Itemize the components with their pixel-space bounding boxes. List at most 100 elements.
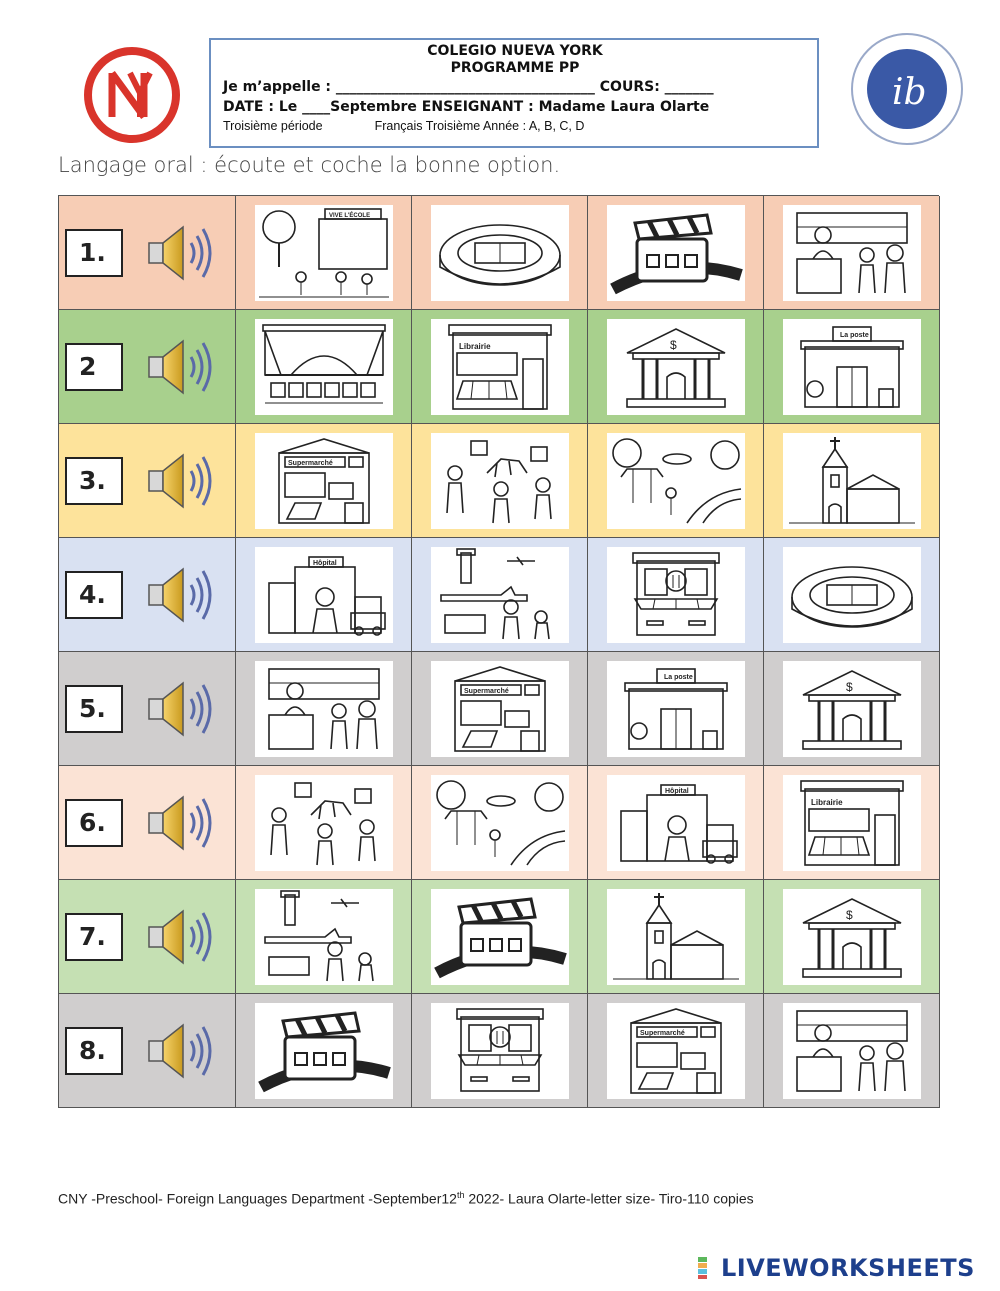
supermarket-picture: Supermarché bbox=[606, 1002, 745, 1099]
option-cell[interactable] bbox=[236, 652, 412, 766]
question-number: 6. bbox=[65, 798, 123, 847]
option-cell[interactable]: VIVE L'ÉCOLE bbox=[236, 196, 412, 310]
option-cell[interactable]: Supermarché bbox=[412, 652, 588, 766]
speaker-icon[interactable] bbox=[143, 789, 219, 857]
option-cell[interactable] bbox=[412, 196, 588, 310]
museum-picture bbox=[254, 774, 393, 871]
liveworksheets-brand: LIVEWORKSHEETS bbox=[697, 1254, 975, 1282]
row-3-label-cell: 3. bbox=[59, 424, 236, 538]
option-cell[interactable]: Librairie bbox=[412, 310, 588, 424]
option-cell[interactable]: Librairie bbox=[764, 766, 940, 880]
footer-sup: th bbox=[456, 1190, 465, 1200]
svg-text:Supermarché: Supermarché bbox=[640, 1030, 685, 1037]
option-cell[interactable]: Supermarché bbox=[588, 994, 764, 1108]
speaker-icon[interactable] bbox=[143, 219, 219, 287]
stadium-picture bbox=[430, 204, 569, 301]
option-cell[interactable] bbox=[236, 310, 412, 424]
park-picture bbox=[606, 432, 745, 529]
footer: CNY -Preschool- Foreign Languages Depart… bbox=[58, 1190, 754, 1207]
library-picture bbox=[782, 204, 921, 301]
svg-text:La poste: La poste bbox=[664, 674, 693, 681]
airport-picture bbox=[254, 888, 393, 985]
speaker-icon[interactable] bbox=[143, 903, 219, 971]
library-picture bbox=[254, 660, 393, 757]
liveworksheets-logo-icon bbox=[698, 1257, 707, 1279]
svg-text:Supermarché: Supermarché bbox=[288, 460, 333, 467]
museum-picture bbox=[430, 432, 569, 529]
speaker-icon[interactable] bbox=[143, 447, 219, 515]
supermarket-picture: Supermarché bbox=[430, 660, 569, 757]
option-cell[interactable] bbox=[412, 880, 588, 994]
row-2-label-cell: 2 bbox=[59, 310, 236, 424]
hospital-picture: Hôpital bbox=[606, 774, 745, 871]
question-number: 8. bbox=[65, 1026, 123, 1075]
brand-text: LIVEWORKSHEETS bbox=[721, 1254, 975, 1282]
question-number: 2 bbox=[65, 342, 123, 391]
option-cell[interactable] bbox=[764, 538, 940, 652]
option-cell[interactable] bbox=[412, 538, 588, 652]
class-info: Français Troisième Année : A, B, C, D bbox=[374, 119, 585, 133]
school-name: COLEGIO NUEVA YORK bbox=[427, 43, 603, 59]
option-cell[interactable] bbox=[764, 994, 940, 1108]
question-number: 1. bbox=[65, 228, 123, 277]
option-cell[interactable] bbox=[588, 424, 764, 538]
option-cell[interactable]: $ bbox=[764, 652, 940, 766]
post-office-picture: La poste bbox=[606, 660, 745, 757]
option-cell[interactable] bbox=[412, 994, 588, 1108]
footer-text-a: CNY -Preschool- Foreign Languages Depart… bbox=[58, 1190, 457, 1207]
option-cell[interactable] bbox=[236, 766, 412, 880]
option-cell[interactable]: $ bbox=[764, 880, 940, 994]
restaurant-picture bbox=[606, 546, 745, 643]
cinema-picture bbox=[430, 888, 569, 985]
speaker-icon[interactable] bbox=[143, 333, 219, 401]
student-info-header: COLEGIO NUEVA YORK PROGRAMME PP Je m’app… bbox=[209, 38, 819, 148]
option-cell[interactable] bbox=[588, 538, 764, 652]
option-cell[interactable]: La poste bbox=[588, 652, 764, 766]
instruction: Langage oral : écoute et coche la bonne … bbox=[58, 153, 561, 177]
cny-logo bbox=[82, 45, 182, 145]
row-7-label-cell: 7. bbox=[59, 880, 236, 994]
theater-picture bbox=[254, 318, 393, 415]
option-cell[interactable] bbox=[412, 766, 588, 880]
bank-picture: $ bbox=[782, 660, 921, 757]
option-cell[interactable] bbox=[764, 196, 940, 310]
option-cell[interactable]: Supermarché bbox=[236, 424, 412, 538]
option-cell[interactable]: Hôpital bbox=[236, 538, 412, 652]
question-number: 7. bbox=[65, 912, 123, 961]
svg-text:Librairie: Librairie bbox=[811, 798, 843, 807]
library-picture bbox=[782, 1002, 921, 1099]
option-cell[interactable] bbox=[236, 880, 412, 994]
ib-world-school-logo: ib bbox=[848, 30, 966, 148]
row-5-label-cell: 5. bbox=[59, 652, 236, 766]
park-picture bbox=[430, 774, 569, 871]
post-office-picture: La poste bbox=[782, 318, 921, 415]
option-cell[interactable] bbox=[236, 994, 412, 1108]
bank-picture: $ bbox=[782, 888, 921, 985]
bank-picture: $ bbox=[606, 318, 745, 415]
row-6-label-cell: 6. bbox=[59, 766, 236, 880]
school-picture: VIVE L'ÉCOLE bbox=[254, 204, 393, 301]
hospital-picture: Hôpital bbox=[254, 546, 393, 643]
question-number: 4. bbox=[65, 570, 123, 619]
svg-text:Hôpital: Hôpital bbox=[665, 788, 689, 795]
option-cell[interactable]: La poste bbox=[764, 310, 940, 424]
speaker-icon[interactable] bbox=[143, 675, 219, 743]
speaker-icon[interactable] bbox=[143, 1017, 219, 1085]
svg-text:VIVE L'ÉCOLE: VIVE L'ÉCOLE bbox=[329, 211, 370, 219]
question-number: 3. bbox=[65, 456, 123, 505]
speaker-icon[interactable] bbox=[143, 561, 219, 629]
program-name: PROGRAMME PP bbox=[450, 60, 580, 76]
option-cell[interactable]: Hôpital bbox=[588, 766, 764, 880]
cinema-picture bbox=[254, 1002, 393, 1099]
option-cell[interactable] bbox=[588, 196, 764, 310]
option-cell[interactable] bbox=[588, 880, 764, 994]
supermarket-picture: Supermarché bbox=[254, 432, 393, 529]
name-line: Je m’appelle : _________________________… bbox=[223, 79, 714, 95]
svg-text:$: $ bbox=[846, 680, 853, 694]
option-cell[interactable]: $ bbox=[588, 310, 764, 424]
svg-text:La poste: La poste bbox=[840, 332, 869, 339]
row-8-label-cell: 8. bbox=[59, 994, 236, 1108]
option-cell[interactable] bbox=[764, 424, 940, 538]
restaurant-picture bbox=[430, 1002, 569, 1099]
option-cell[interactable] bbox=[412, 424, 588, 538]
